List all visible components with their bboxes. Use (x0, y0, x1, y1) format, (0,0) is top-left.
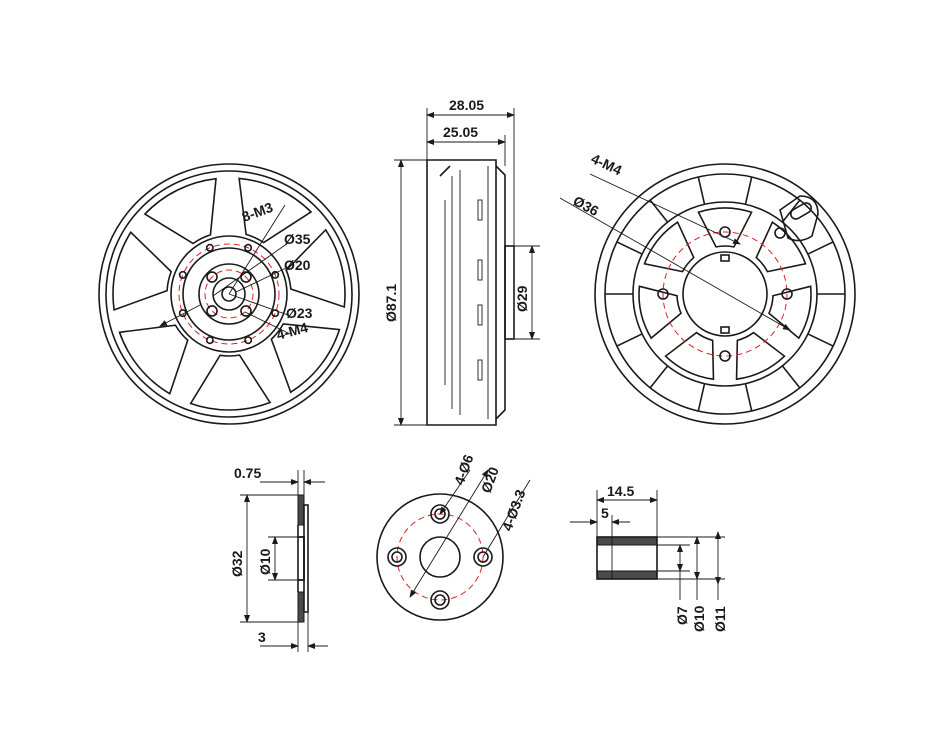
rib (744, 176, 753, 205)
label-dia-35: Ø35 (284, 231, 311, 247)
rear-windows (638, 207, 812, 381)
rear-window (735, 331, 786, 381)
spoke-window (270, 323, 341, 394)
rear-m4-hole (781, 288, 793, 300)
rib (616, 333, 643, 347)
m3-hole (178, 270, 187, 279)
m3-hole (178, 309, 187, 318)
m4-hole (240, 271, 252, 283)
rib (616, 241, 643, 255)
rear-window (638, 285, 683, 340)
spoke-window (238, 177, 313, 244)
rib (807, 333, 834, 347)
side-view: 28.05 25.05 Ø87.1 Ø29 (383, 97, 540, 426)
front-spokes (112, 177, 346, 411)
label-dia-36: Ø36 (571, 193, 602, 220)
label-dia-29: Ø29 (514, 285, 530, 312)
rear-m4-hole (719, 350, 731, 362)
spoke-window (143, 177, 217, 245)
rib (807, 241, 834, 255)
through-hole (391, 551, 403, 563)
m4-hole (206, 305, 218, 317)
m3-hole (244, 336, 253, 345)
spoke-window (285, 228, 346, 309)
label-dia-11: Ø11 (712, 606, 728, 632)
label-4-dia-3-3: 4-Ø3.3 (499, 487, 529, 533)
front-holes (178, 243, 280, 345)
label-dia-20: Ø20 (284, 257, 311, 273)
rear-m4-hole (657, 288, 669, 300)
label-0-75: 0.75 (234, 465, 261, 481)
spoke-window (112, 231, 173, 311)
sleeve-view: 14.5 5 Ø7 Ø10 Ø11 (570, 483, 728, 632)
label-dia-7: Ø7 (674, 606, 690, 625)
key-slot (720, 326, 730, 334)
label-25-05: 25.05 (443, 124, 478, 140)
label-28-05: 28.05 (449, 97, 484, 113)
rear-ribs (605, 176, 845, 412)
rear-view: 4-M4 Ø36 (559, 150, 856, 425)
rib (697, 383, 706, 412)
adapter-holes (387, 504, 493, 610)
label-dia-87-1: Ø87.1 (383, 284, 399, 322)
label-5: 5 (601, 505, 609, 521)
m3-hole (205, 336, 214, 345)
spoke-window (118, 324, 189, 395)
rib (649, 365, 669, 389)
adapter-view: 4-Ø6 Ø20 4-Ø3.3 (376, 452, 531, 621)
m3-hole (244, 243, 253, 252)
m4-hole (240, 305, 252, 317)
label-14-5: 14.5 (607, 483, 634, 499)
label-3: 3 (258, 629, 266, 645)
m4-hole (206, 271, 218, 283)
rear-window (664, 331, 715, 381)
label-rear-4-m4: 4-M4 (589, 150, 625, 178)
label-sleeve-dia-10: Ø10 (691, 605, 707, 632)
label-4-dia-6: 4-Ø6 (451, 452, 477, 487)
label-dia-32: Ø32 (229, 550, 245, 577)
rear-window (643, 221, 695, 273)
counterbore (387, 547, 407, 567)
rib (744, 383, 753, 412)
m3-hole (205, 243, 214, 252)
washer-view: 0.75 Ø32 Ø10 3 (229, 465, 328, 652)
key-slot (720, 254, 730, 262)
rib (697, 176, 706, 205)
rear-window (767, 285, 812, 340)
label-dia-23: Ø23 (286, 305, 313, 321)
label-dia-10: Ø10 (257, 548, 273, 575)
spoke-window (189, 354, 272, 411)
m3-hole (271, 309, 280, 318)
rib (781, 365, 801, 389)
rear-window (755, 221, 807, 273)
label-adapter-dia-20: Ø20 (478, 464, 502, 495)
front-view: 8-M3 Ø35 Ø20 Ø23 4-M4 (98, 163, 360, 425)
